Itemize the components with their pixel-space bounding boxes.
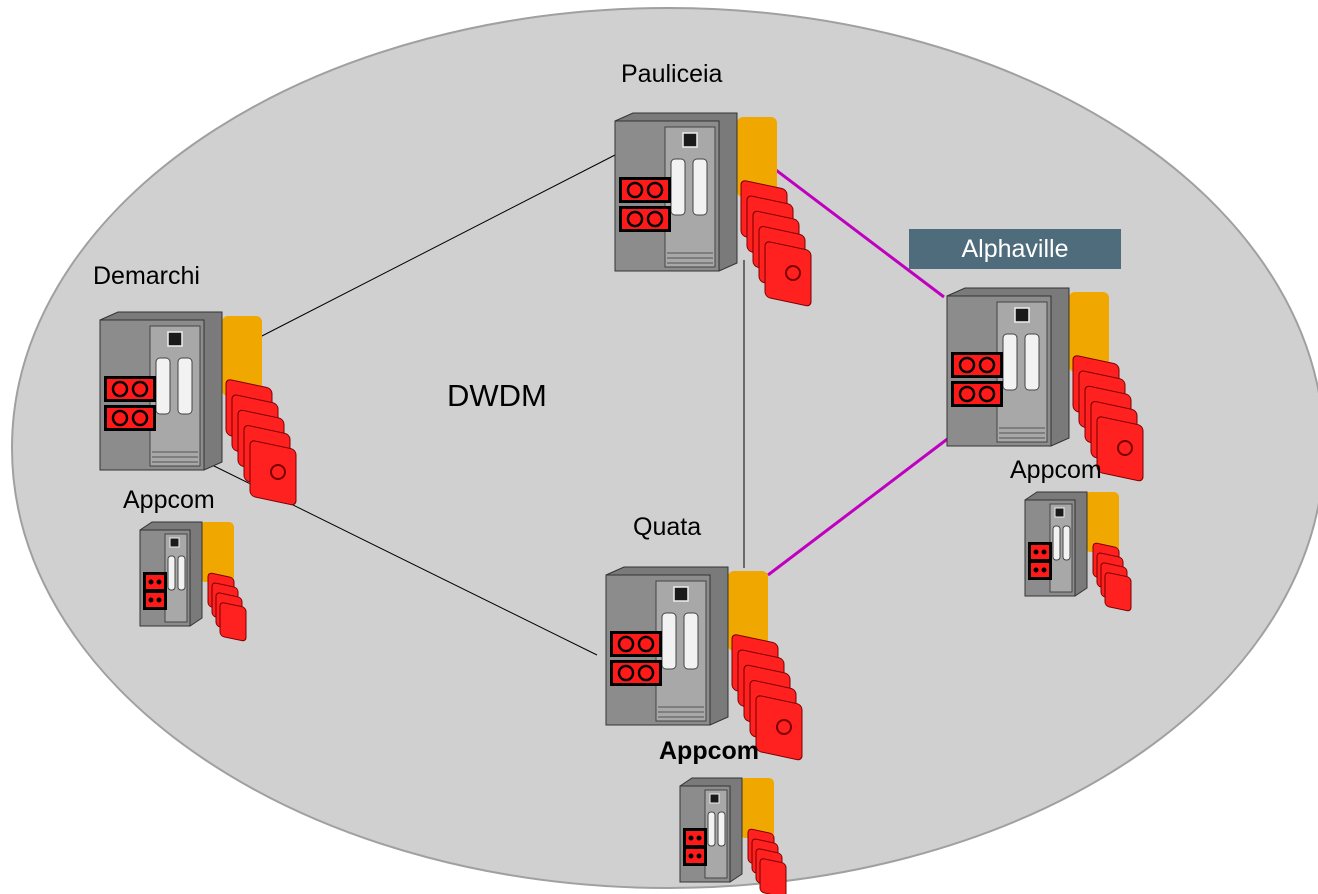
site-label-pauliceia: Pauliceia xyxy=(621,60,723,88)
appcom-server-quata xyxy=(679,777,787,894)
network-cloud xyxy=(11,7,1318,889)
appcom-server-demarchi xyxy=(139,521,247,643)
appcom-server-alphaville xyxy=(1024,491,1132,613)
site-label-demarchi: Demarchi xyxy=(93,262,200,290)
link-pauliceia-alphaville xyxy=(751,150,945,299)
link-pauliceia-demarchi xyxy=(257,154,616,339)
link-alphaville-quata xyxy=(767,435,951,577)
network-label: DWDM xyxy=(447,378,547,413)
site-label-alphaville: Alphaville xyxy=(909,229,1121,269)
appcom-label-quata: Appcom xyxy=(659,737,759,765)
appcom-label-alphaville: Appcom xyxy=(1010,456,1102,484)
appcom-label-demarchi: Appcom xyxy=(123,486,215,514)
site-label-quata: Quata xyxy=(633,513,702,541)
